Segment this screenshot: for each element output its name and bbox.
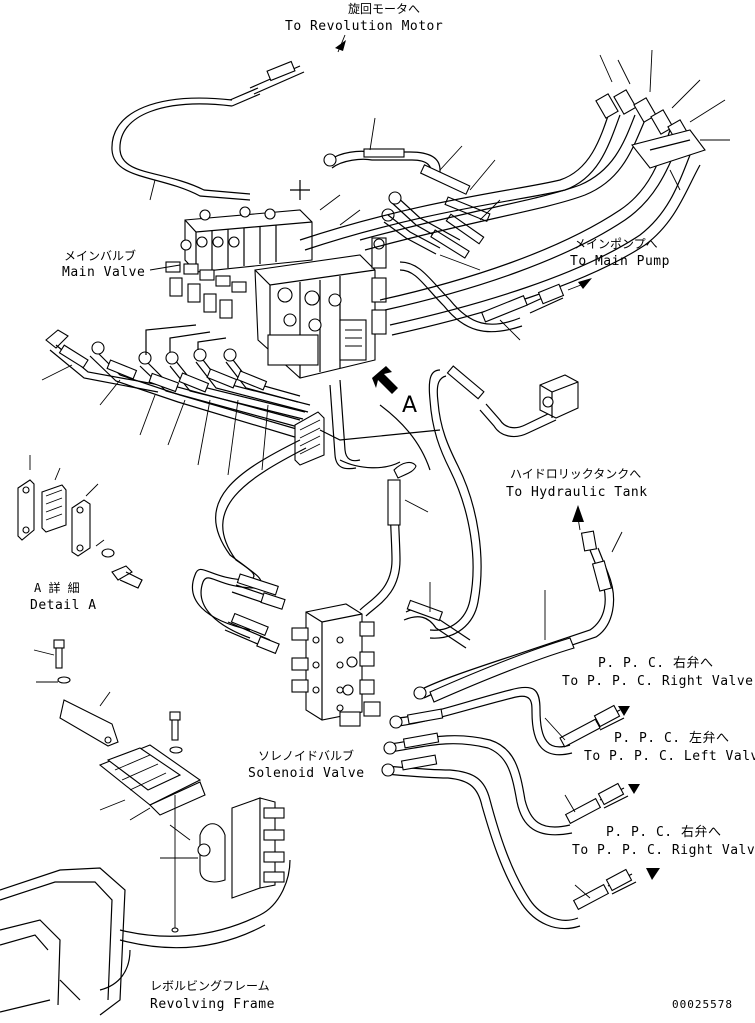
label-ppc-left-jp: P. P. C. 左弁へ [614,731,729,746]
detail-a-drawing [17,455,143,589]
label-hydraulic-tank-en: To Hydraulic Tank [506,485,648,500]
label-revolving-frame-en: Revolving Frame [150,997,275,1012]
main-valve [165,206,313,319]
label-detail-a-en: Detail A [30,598,97,613]
hoses-solenoid-valve [191,404,471,655]
label-main-valve-en: Main Valve [62,265,145,280]
hoses-to-upper-right [299,49,730,336]
label-detail-marker: A [402,393,417,418]
hose-main-pump [399,261,592,341]
label-ppc-right-1-en: To P. P. C. Right Valve [562,674,754,689]
label-detail-a-jp: A 詳 細 [34,580,80,595]
solenoid-valve [291,603,381,727]
label-ppc-right-2-jp: P. P. C. 右弁へ [606,825,721,840]
hoses-ppc [381,686,660,930]
label-revolution-motor-en: To Revolution Motor [285,19,443,34]
detail-a-arrow [372,366,398,394]
label-solenoid-valve-jp: ソレノイドバルブ [258,748,354,763]
label-ppc-right-2-en: To P. P. C. Right Valve [572,843,755,858]
terminal-block [98,744,206,933]
hoses-main-valve-lower [41,324,311,476]
bracket-lower [160,797,285,899]
hoses-upper-middle [290,148,491,259]
clamp-block-center [294,379,441,470]
label-ppc-left-en: To P. P. C. Left Valve [584,749,755,764]
label-main-pump-en: To Main Pump [570,254,670,269]
hose-valve-a-right [428,365,579,639]
main-valve-right-block [254,237,387,379]
bolt-plate-parts [33,639,183,754]
revolving-frame [0,859,291,1016]
label-hydraulic-tank-jp: ハイドロリックタンクへ [510,467,641,481]
label-main-pump-jp: メインポンプへ [574,237,658,251]
label-main-valve-jp: メインバルブ [64,248,136,263]
label-ppc-right-1-jp: P. P. C. 右弁へ [598,656,713,671]
label-revolving-frame-jp: レボルビングフレーム [150,979,270,993]
leader-lines-upper [149,117,501,271]
drawing-number: 00025578 [672,998,733,1011]
hose-hydraulic-tank [413,505,623,703]
label-revolution-motor-jp: 旋回モータへ [348,2,420,16]
label-solenoid-valve-en: Solenoid Valve [248,766,365,781]
hose-revolution-motor [111,60,305,201]
